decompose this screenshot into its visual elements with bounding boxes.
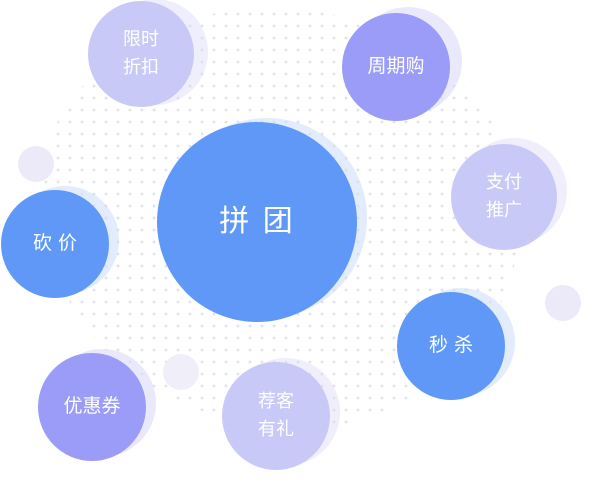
referral-bubble[interactable]: 荐客 有礼 xyxy=(222,358,340,470)
decorative-circle-left xyxy=(18,146,54,182)
flash-sale-bubble[interactable]: 秒 杀 xyxy=(397,288,515,400)
coupon-line1: 优惠券 xyxy=(63,395,121,418)
time-discount-line1: 限时 xyxy=(123,29,159,51)
pay-promo-line1: 支付 xyxy=(486,172,522,194)
subscription-line1: 周期购 xyxy=(367,55,425,78)
group-buy-line1: 拼 团 xyxy=(219,203,295,239)
referral-label: 荐客 有礼 xyxy=(258,388,294,444)
group-buy-label: 拼 团 xyxy=(219,199,295,246)
time-discount-bubble[interactable]: 限时 折扣 xyxy=(88,0,208,107)
group-buy-bubble[interactable]: 拼 团 xyxy=(157,118,367,322)
bargain-bubble[interactable]: 砍 价 xyxy=(1,186,119,298)
pay-promo-bubble[interactable]: 支付 推广 xyxy=(451,138,567,250)
decorative-circle-right xyxy=(545,285,581,321)
subscription-bubble[interactable]: 周期购 xyxy=(342,7,462,121)
coupon-bubble[interactable]: 优惠券 xyxy=(38,349,156,461)
flash-sale-label: 秒 杀 xyxy=(429,331,473,360)
subscription-label: 周期购 xyxy=(367,52,424,81)
bargain-line1: 砍 价 xyxy=(32,232,78,255)
pay-promo-label: 支付 推广 xyxy=(486,169,522,225)
referral-line1: 荐客 xyxy=(258,391,294,413)
decorative-circle-bottom xyxy=(163,354,199,390)
time-discount-label: 限时 折扣 xyxy=(123,26,159,82)
bargain-label: 砍 价 xyxy=(33,229,77,258)
flash-sale-line1: 秒 杀 xyxy=(428,334,474,357)
coupon-label: 优惠券 xyxy=(63,392,120,421)
referral-line2: 有礼 xyxy=(258,419,294,440)
pay-promo-line2: 推广 xyxy=(486,200,522,221)
time-discount-line2: 折扣 xyxy=(123,57,159,78)
